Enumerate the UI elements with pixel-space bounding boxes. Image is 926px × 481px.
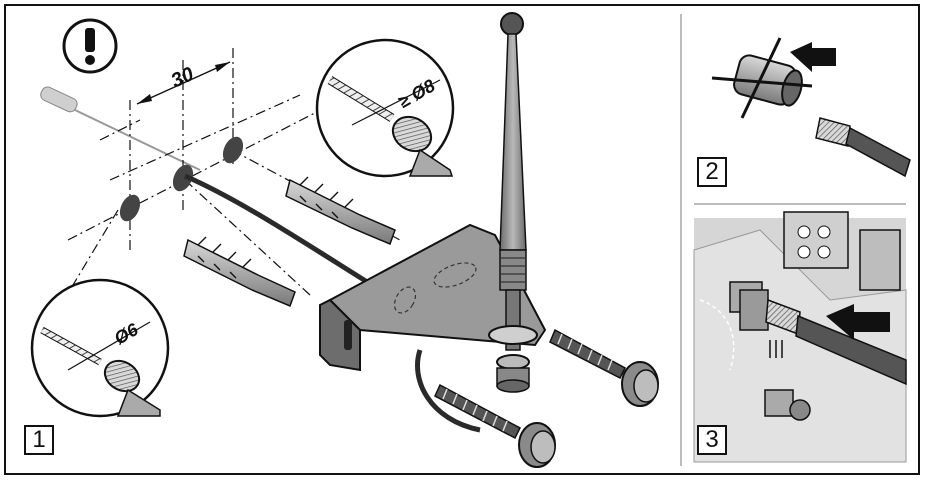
drill-hole [172,164,194,192]
marker-pencil [40,86,201,171]
arrow-left-icon [826,304,890,340]
circuit-board [693,211,907,463]
step-1-badge: 1 [24,425,54,455]
coax-socket [739,289,907,386]
mounting-bracket [319,223,547,372]
wall-plug [285,176,396,245]
step-1-label: 1 [32,426,46,453]
drill-detail-small: Ø6 [30,278,170,418]
coax-plug [815,117,911,178]
drill-detail-large: ≥ Ø8 [315,38,455,178]
exclamation-circle-icon [62,18,118,74]
screw [549,328,659,407]
antenna [488,12,538,393]
antenna-cable [183,173,382,293]
antenna-cable [415,349,481,433]
panel-divider-vertical [680,14,682,466]
screw [434,383,556,468]
drill-hole [222,136,244,164]
drill-hole [119,194,141,222]
step-3-label: 3 [705,426,719,453]
step-2-badge: 2 [697,157,727,187]
wrong-connector [733,54,803,107]
cross-icon [711,37,813,119]
panel-divider-horizontal [694,203,906,205]
spacing-dimension: 30 [136,61,231,105]
step-3-badge: 3 [697,425,727,455]
wall-plug [183,236,296,307]
step-2-label: 2 [705,158,719,185]
arrow-left-icon [790,42,836,72]
